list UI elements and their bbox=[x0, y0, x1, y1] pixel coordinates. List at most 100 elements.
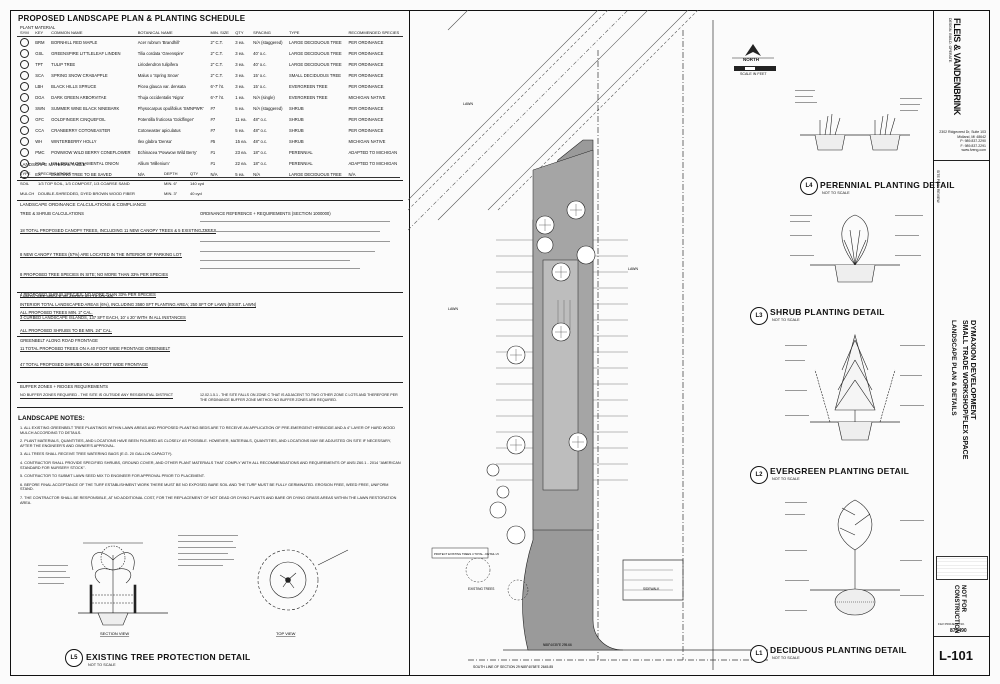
mat-type: SOIL bbox=[20, 181, 30, 186]
recommended-cell: PER ORDINANCE bbox=[348, 117, 384, 122]
mat-col-type: TYPE bbox=[20, 171, 31, 176]
plan-tree bbox=[496, 485, 510, 499]
qty-cell: 3 ea. bbox=[235, 62, 245, 67]
landscape-note: 6. BEFORE FINAL ACCEPTANCE OF THE TURF E… bbox=[20, 482, 389, 492]
ordinance-line: 8 PROPOSED TREE SPECIES IN SITE; NO MORE… bbox=[20, 272, 169, 278]
common-name-cell: SUMMER WINE BLACK NINEBARK bbox=[51, 106, 120, 111]
south-line-label: SOUTH LINE OF SECTION 29 N85°40'58"E 264… bbox=[473, 665, 553, 669]
col-header: QTY bbox=[232, 29, 251, 37]
botanical-name-cell: Liriodendron tulipifera bbox=[137, 62, 178, 67]
spacing-cell: 15' o.c. bbox=[253, 84, 267, 89]
material-title: LANDSCAPE MATERIAL TABLE bbox=[20, 162, 86, 167]
botanical-name-cell: Potentilla fruticosa 'Goldfinger' bbox=[137, 117, 195, 122]
size-cell: #7 bbox=[210, 128, 216, 133]
sym-cell bbox=[17, 125, 32, 136]
key-cell: TPT bbox=[35, 62, 44, 67]
planting-schedule-table: SYM KEY COMMON NAME BOTANICAL NAME MIN. … bbox=[17, 29, 403, 180]
col-header: COMMON NAME bbox=[48, 29, 135, 37]
recommended-cell: N/A bbox=[348, 172, 356, 177]
qty-cell: 1 ea. bbox=[235, 95, 245, 100]
ordinance-line: INTERIOR TOTAL LANDSCAPED AREAS (6%), IN… bbox=[20, 302, 257, 308]
mat-col-depth: DEPTH bbox=[164, 171, 178, 176]
qty-cell: 3 ea. bbox=[235, 40, 245, 45]
size-cell: N/A bbox=[210, 172, 218, 177]
plant-symbol-icon bbox=[20, 103, 29, 113]
ordinance-line: ALL PROPOSED SHRUBS TO BE MIN. 24" CAL. bbox=[20, 328, 113, 334]
recommended-cell: MICHIGAN NATIVE bbox=[348, 95, 386, 100]
landscape-note: 2. PLANT MATERIALS, QUANTITIES, AND LOCA… bbox=[20, 439, 391, 448]
plant-symbol-icon bbox=[20, 147, 29, 157]
key-cell: EX bbox=[35, 172, 41, 177]
size-cell: 2" C.T. bbox=[210, 40, 223, 45]
sheet-border-left bbox=[10, 10, 410, 676]
site-plan-review: SITE PLAN REVIEW bbox=[936, 170, 940, 203]
sym-cell bbox=[17, 92, 32, 103]
ordinance-sub-area: LANDSCAPE AREA & ISLANDS CALCULATIONS bbox=[20, 294, 114, 299]
lawn-label: LAWN bbox=[463, 102, 473, 106]
not-for-construction: NOT FOR CONSTRUCTION bbox=[936, 583, 986, 633]
qty-cell: 3 ea. bbox=[235, 73, 245, 78]
mat-spec: DOUBLE-SHREDDED, DYED BROWN WOOD FIBER bbox=[38, 191, 135, 196]
key-cell: GFC bbox=[35, 117, 45, 122]
protection-fence-notes bbox=[38, 535, 238, 584]
detail-title-l5: EXISTING TREE PROTECTION DETAIL bbox=[86, 652, 251, 662]
type-cell: SHRUB bbox=[288, 128, 304, 133]
botanical-name-cell: Acer rubrum 'Brandhill' bbox=[137, 40, 180, 45]
plant-symbol-icon bbox=[20, 81, 29, 91]
plan-tree bbox=[536, 236, 554, 254]
sym-cell bbox=[17, 136, 32, 147]
landscape-notes-list: 1. ALL EXISTING GREENBELT TREE PLANTINGS… bbox=[20, 426, 402, 509]
ordinance-title: LANDSCAPE ORDINANCE CALCULATIONS & COMPL… bbox=[20, 202, 147, 207]
plant-symbol-icon bbox=[20, 136, 29, 146]
botanical-name-cell: Cotoneaster apiculatus bbox=[137, 128, 181, 133]
parking-island bbox=[542, 259, 579, 491]
qty-cell: 3 ea. bbox=[235, 84, 245, 89]
size-cell: #5 bbox=[210, 139, 216, 144]
sym-cell bbox=[17, 169, 32, 180]
existing-trees-plan bbox=[465, 557, 529, 601]
ordinance-line: 4 PROPOSED SHRUB SPECIES; NO MORE THAN 3… bbox=[20, 292, 156, 298]
type-cell: SHRUB bbox=[288, 139, 304, 144]
common-name-cell: GREENSPIRE LITTLELEAF LINDEN bbox=[51, 51, 121, 56]
detail-scale-l2: NOT TO SCALE bbox=[772, 477, 800, 481]
recommended-cell: PER ORDINANCE bbox=[348, 106, 384, 111]
key-cell: SCA bbox=[35, 73, 44, 78]
buffer-note: NO BUFFER ZONES REQUIRED - THE SITE IS O… bbox=[20, 393, 174, 399]
plan-tree bbox=[486, 463, 500, 477]
type-cell: LARGE DECIDUOUS TREE bbox=[288, 51, 342, 56]
qty-cell: 5 ea. bbox=[235, 172, 245, 177]
firm-logo: FLEIS & VANDENBRINK DESIGN. BUILD. OPERA… bbox=[940, 18, 984, 115]
recommended-cell: PER ORDINANCE bbox=[348, 51, 384, 56]
recommended-cell: MICHIGAN NATIVE bbox=[348, 139, 386, 144]
recommended-cell: ADAPTED TO MICHIGAN bbox=[348, 150, 398, 155]
plant-symbol-icon bbox=[20, 158, 29, 168]
material-row: MULCH DOUBLE-SHREDDED, DYED BROWN WOOD F… bbox=[20, 188, 400, 198]
firm-name: FLEIS & VANDENBRINK bbox=[952, 18, 962, 116]
mat-depth: MIN. 3" bbox=[164, 191, 178, 196]
site-plan-drawing: LAWN LAWN LAWN EXISTING TREES SIDEWALK N… bbox=[408, 10, 768, 670]
ordinance-line: 8 NEW CANOPY TREES (57%) ARE LOCATED IN … bbox=[20, 252, 182, 258]
ordinance-line: 11 TOTAL PROPOSED TREES ON A 40 FOOT WID… bbox=[20, 346, 171, 352]
spacing-cell: N/A (staggered) bbox=[253, 106, 283, 111]
existing-trees-label: EXISTING TREES bbox=[468, 587, 494, 591]
plan-tree bbox=[506, 525, 526, 545]
spacing-cell: 18" o.c. bbox=[253, 150, 268, 155]
botanical-name-cell: Physocarpus opulifolius 'SMNPWR' bbox=[137, 106, 204, 111]
tree-protection-drawing: SECTION VIEW TOP VIEW bbox=[38, 535, 349, 636]
ordinance-line: 3 CURBED LANDSCAPE ISLANDS, 137 SFT EACH… bbox=[20, 315, 186, 321]
ordinance-divider bbox=[17, 200, 403, 201]
botanical-name-cell: Echinacea 'Powwow Wild Berry' bbox=[137, 150, 198, 155]
ordinance-bottom-divider bbox=[17, 407, 403, 408]
ordinance-lines: 18 TOTAL PROPOSED CANOPY TREES, INCLUDIN… bbox=[20, 219, 400, 337]
ordinance-line: ALL PROPOSED TREES MIN. 2" CAL. bbox=[20, 310, 93, 316]
address-line: F: 989.837.2291 bbox=[960, 143, 987, 148]
bearing-label: N88°44'35"E 295.66 bbox=[543, 643, 572, 647]
plant-symbol-icon bbox=[20, 37, 29, 47]
landscape-note: 5. CONTRACTOR TO SUBMIT LAWN SEED MIX TO… bbox=[20, 474, 205, 479]
plan-tree-marks bbox=[510, 204, 584, 451]
recommended-cell: PER ORDINANCE bbox=[348, 40, 384, 45]
